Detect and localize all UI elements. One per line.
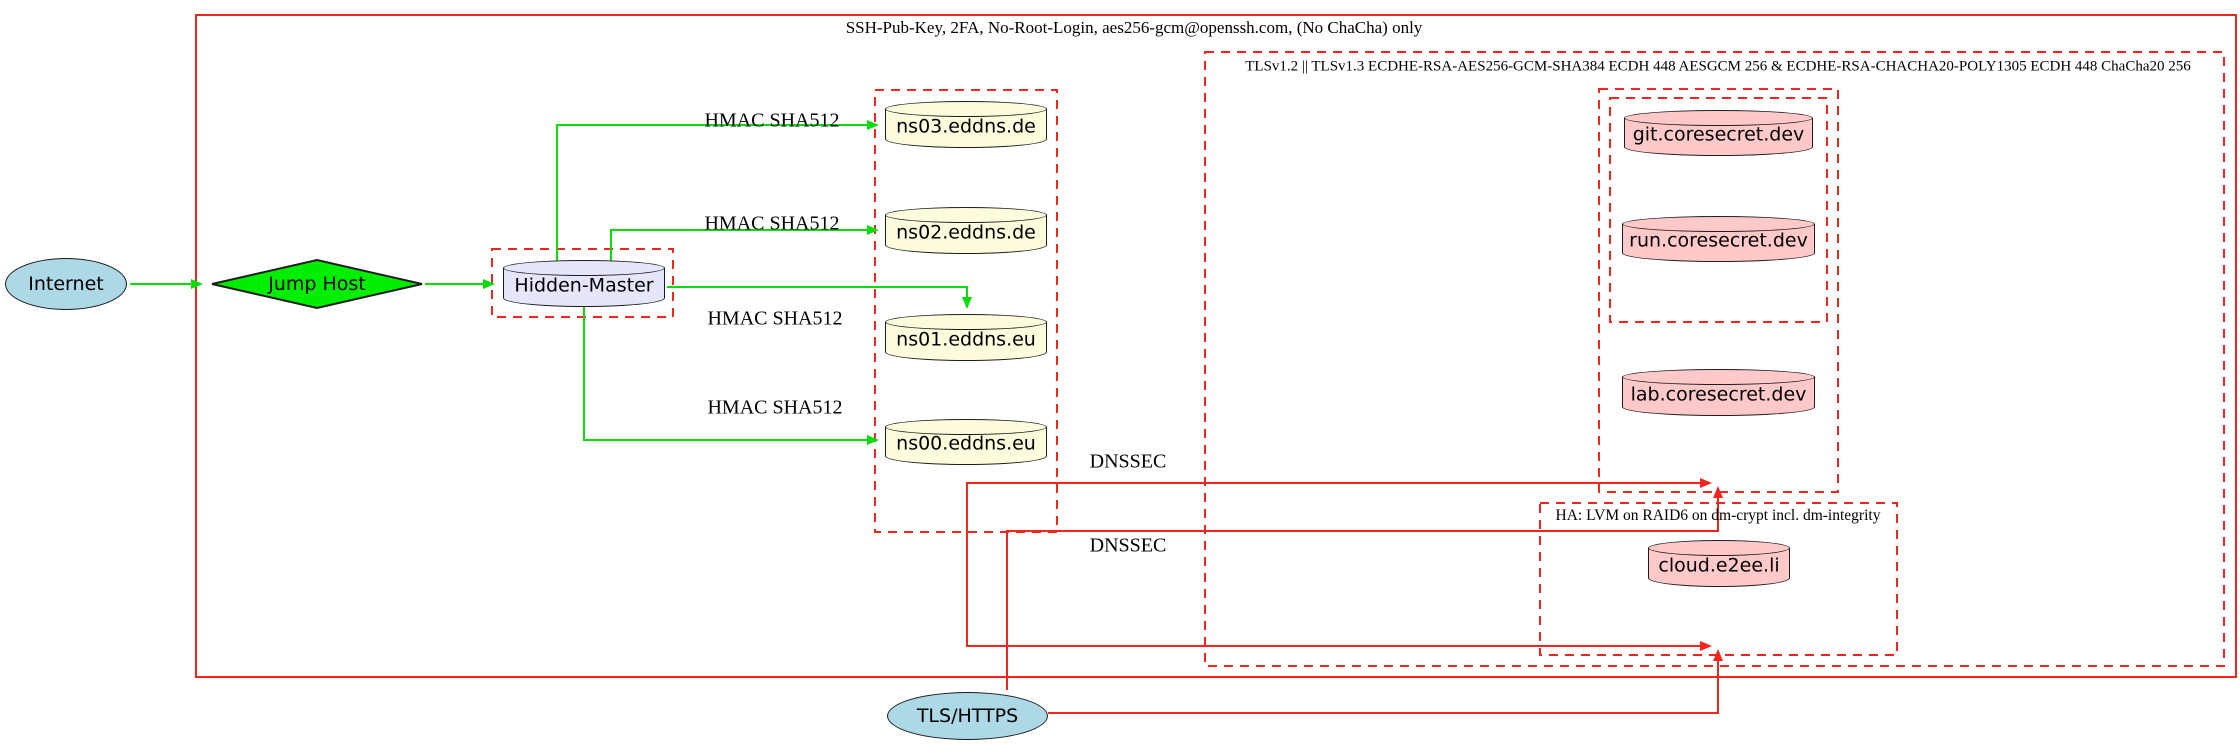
edge-label-hmac-ns01: HMAC SHA512 [707, 307, 843, 330]
node-cloud-label: cloud.e2ee.li [1658, 554, 1780, 577]
edge-tlshttps-coresecret [1006, 486, 1723, 690]
edge-label-dnssec-lower: DNSSEC [1089, 534, 1167, 557]
node-tls-https: TLS/HTTPS [887, 692, 1048, 740]
edge-eddns-coresecret-dnssec [966, 478, 1712, 532]
edge-tlshttps-ha [1048, 649, 1723, 714]
edge-label-hmac-ns02: HMAC SHA512 [704, 212, 840, 235]
cylinder-top [885, 101, 1047, 117]
node-run: run.coresecret.dev [1622, 216, 1815, 262]
node-run-label: run.coresecret.dev [1629, 229, 1808, 252]
cylinder-top [1622, 216, 1815, 232]
node-ns00: ns00.eddns.eu [885, 419, 1047, 465]
edge-hiddenmaster-ns03 [556, 120, 879, 269]
node-tls-https-label: TLS/HTTPS [916, 705, 1019, 727]
tls-cluster-label: TLSv1.2 || TLSv1.3 ECDHE-RSA-AES256-GCM-… [1245, 58, 2191, 75]
node-cloud: cloud.e2ee.li [1648, 540, 1790, 587]
diamond-shape [211, 258, 423, 310]
git-run-cluster-box [1609, 97, 1828, 323]
edge-eddns-ha-dnssec [966, 532, 1712, 651]
cylinder-top [885, 207, 1047, 223]
node-internet: Internet [5, 258, 127, 310]
edge-label-hmac-ns00: HMAC SHA512 [707, 396, 843, 419]
node-internet-label: Internet [28, 273, 104, 295]
node-hidden-master: Hidden-Master [503, 260, 665, 307]
node-ns02-label: ns02.eddns.de [896, 221, 1036, 244]
cylinder-body [1622, 224, 1815, 262]
node-git-label: git.coresecret.dev [1632, 123, 1805, 146]
node-ns03: ns03.eddns.de [885, 101, 1047, 148]
edge-hiddenmaster-ns02 [610, 225, 879, 267]
coresecret-cluster-box [1598, 88, 1839, 493]
cylinder-top [885, 314, 1047, 330]
cylinder-top [885, 419, 1047, 435]
node-hidden-master-label: Hidden-Master [514, 274, 654, 297]
node-lab-label: lab.coresecret.dev [1630, 383, 1807, 406]
ssh-cluster-label: SSH-Pub-Key, 2FA, No-Root-Login, aes256-… [845, 18, 1423, 37]
cylinder-top [1648, 540, 1790, 556]
node-ns01-label: ns01.eddns.eu [896, 328, 1036, 351]
node-git: git.coresecret.dev [1624, 110, 1813, 156]
node-ns03-label: ns03.eddns.de [896, 115, 1036, 138]
node-ns01: ns01.eddns.eu [885, 314, 1047, 361]
cylinder-body [885, 322, 1047, 361]
eddns-cluster-box [874, 89, 1058, 533]
node-lab: lab.coresecret.dev [1622, 369, 1815, 416]
node-ns00-label: ns00.eddns.eu [896, 432, 1036, 455]
cylinder-top [503, 260, 665, 276]
edge-label-dnssec-upper: DNSSEC [1089, 450, 1167, 473]
node-ns02: ns02.eddns.de [885, 207, 1047, 254]
cylinder-top [1624, 110, 1813, 126]
edge-label-hmac-ns03: HMAC SHA512 [704, 109, 840, 132]
edge-hiddenmaster-ns01 [667, 286, 972, 309]
node-jump-host: Jump Host [210, 258, 424, 310]
node-jump-host-label: Jump Host [268, 272, 366, 295]
cylinder-top [1622, 369, 1815, 385]
ha-cluster-label: HA: LVM on RAID6 on dm-crypt incl. dm-in… [1555, 507, 1881, 524]
ssh-cluster-box [195, 14, 2237, 678]
edge-hiddenmaster-ns00 [583, 304, 879, 445]
